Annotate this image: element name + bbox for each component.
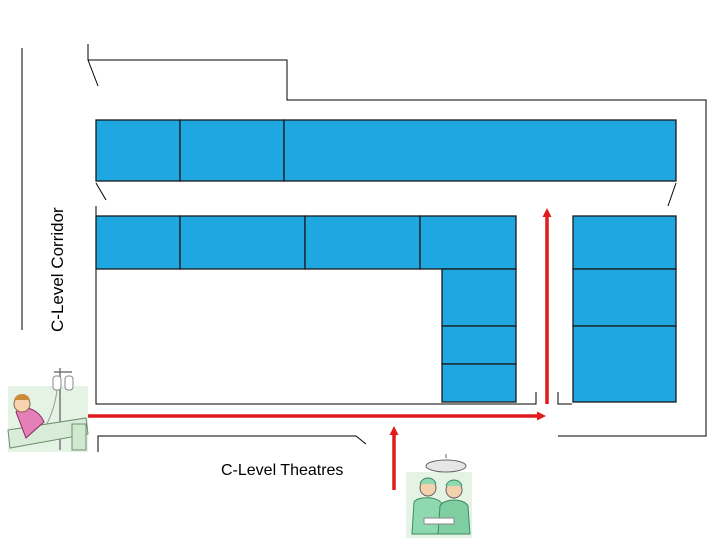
room-top-2 xyxy=(179,119,285,182)
room-mid-4 xyxy=(419,215,517,270)
room-stack-3 xyxy=(441,363,517,403)
room-stack-2 xyxy=(441,325,517,365)
room-mid-2 xyxy=(179,215,306,270)
lower-wall xyxy=(97,435,367,452)
room-stack-1 xyxy=(441,268,517,327)
door-swing-top-left xyxy=(87,59,99,87)
room-mid-3 xyxy=(304,215,421,270)
room-top-1 xyxy=(95,119,181,182)
corridor-label: C-Level Corridor xyxy=(48,207,67,332)
route xyxy=(88,208,552,490)
room-right-2 xyxy=(572,268,677,327)
walls xyxy=(21,44,707,452)
room-top-3 xyxy=(283,119,677,182)
theatres-label: C-Level Theatres xyxy=(221,462,344,479)
room-mid-1 xyxy=(95,215,181,270)
door-swing-right xyxy=(667,182,677,207)
rooms xyxy=(95,119,677,403)
room-right-1 xyxy=(572,215,677,270)
patient-in-bed-icon xyxy=(7,368,89,452)
left-block-wall xyxy=(95,206,537,405)
room-right-3 xyxy=(572,325,677,403)
surgical-team-icon xyxy=(406,454,472,538)
right-block-wall-stub xyxy=(557,392,572,405)
door-swing-left xyxy=(95,182,107,201)
